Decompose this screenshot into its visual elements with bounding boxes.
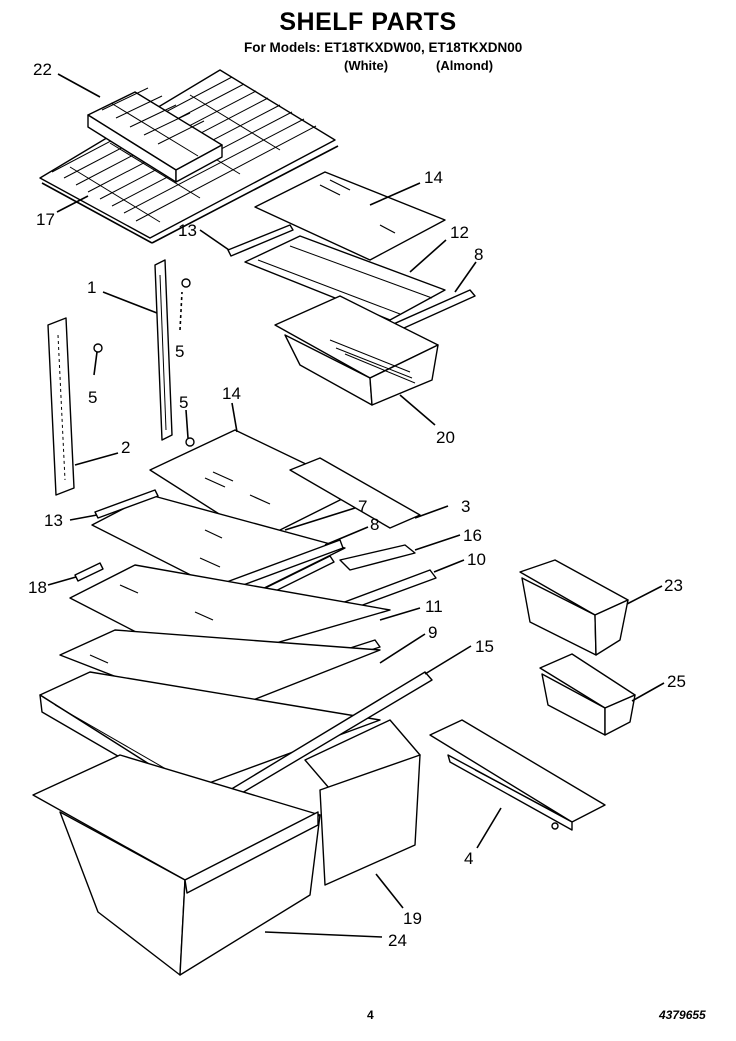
shelf-glass-part-3 (289, 457, 421, 529)
callout-24: 24 (388, 931, 407, 950)
callout-13-lower: 13 (44, 511, 63, 530)
trim-part-13-lower (94, 489, 159, 519)
glass-shelf-part-14-upper (254, 171, 446, 261)
variant-almond-label: (Almond) (436, 58, 494, 73)
shelf-ladder-part-2 (47, 317, 75, 496)
callout-19: 19 (403, 909, 422, 928)
callout-25: 25 (667, 672, 686, 691)
crisper-drawer-part-19 (304, 719, 421, 886)
callout-16: 16 (463, 526, 482, 545)
callout-23: 23 (664, 576, 683, 595)
callout-14-lower: 14 (222, 384, 241, 403)
door-bin-part-25 (539, 653, 636, 736)
callout-12: 12 (450, 223, 469, 242)
callout-9: 9 (428, 623, 437, 642)
callout-15: 15 (475, 637, 494, 656)
callout-14-upper: 14 (424, 168, 443, 187)
trim-part-13-upper (227, 224, 294, 257)
callout-7: 7 (358, 497, 367, 516)
crisper-drawer-part-24 (32, 754, 321, 976)
cover-support-part-4 (429, 719, 606, 831)
meat-drawer-part-20 (274, 295, 439, 406)
callout-18: 18 (28, 578, 47, 597)
trim-part-18 (74, 562, 104, 582)
callout-8-lower: 8 (370, 515, 379, 534)
callout-10: 10 (467, 550, 486, 569)
callout-17: 17 (36, 210, 55, 229)
trim-part-16 (339, 544, 416, 571)
shelf-ladder-part-1 (154, 259, 173, 441)
callout-labels: 22 17 14 13 12 8 1 5 5 5 20 2 14 3 7 13 … (28, 60, 686, 950)
callout-20: 20 (436, 428, 455, 447)
callout-3: 3 (461, 497, 470, 516)
door-bin-part-23 (519, 559, 629, 656)
callout-13-upper: 13 (178, 221, 197, 240)
ice-tray-part-22 (87, 87, 223, 183)
callout-2: 2 (121, 438, 130, 457)
page-number: 4 (367, 1008, 374, 1022)
callout-22: 22 (33, 60, 52, 79)
callout-8-upper: 8 (474, 245, 483, 264)
callout-11: 11 (425, 597, 443, 616)
page-title: SHELF PARTS (279, 8, 457, 36)
callout-4: 4 (464, 849, 473, 868)
models-line: For Models: ET18TKXDW00, ET18TKXDN00 (244, 40, 523, 55)
leader-lines (47, 73, 665, 938)
callout-5-c: 5 (179, 393, 188, 412)
callout-5-b: 5 (88, 388, 97, 407)
screw-part-5-a (93, 278, 195, 447)
document-number: 4379655 (659, 1008, 706, 1022)
callout-1: 1 (87, 278, 96, 297)
callout-5-a: 5 (175, 342, 184, 361)
variant-white-label: (White) (344, 58, 389, 73)
